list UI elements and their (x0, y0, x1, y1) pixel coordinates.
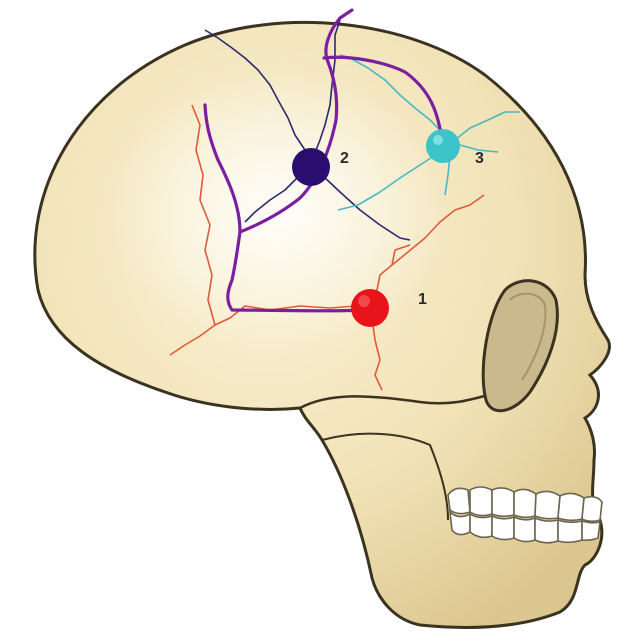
point-1-label: 1 (418, 291, 427, 308)
point-3-marker (426, 129, 460, 163)
point-1-shine (358, 295, 370, 307)
point-3-label: 3 (475, 150, 484, 167)
point-1-marker (351, 289, 389, 327)
point-2-marker (292, 148, 330, 186)
point-2-label: 2 (340, 150, 349, 167)
point-3-shine (433, 135, 443, 145)
